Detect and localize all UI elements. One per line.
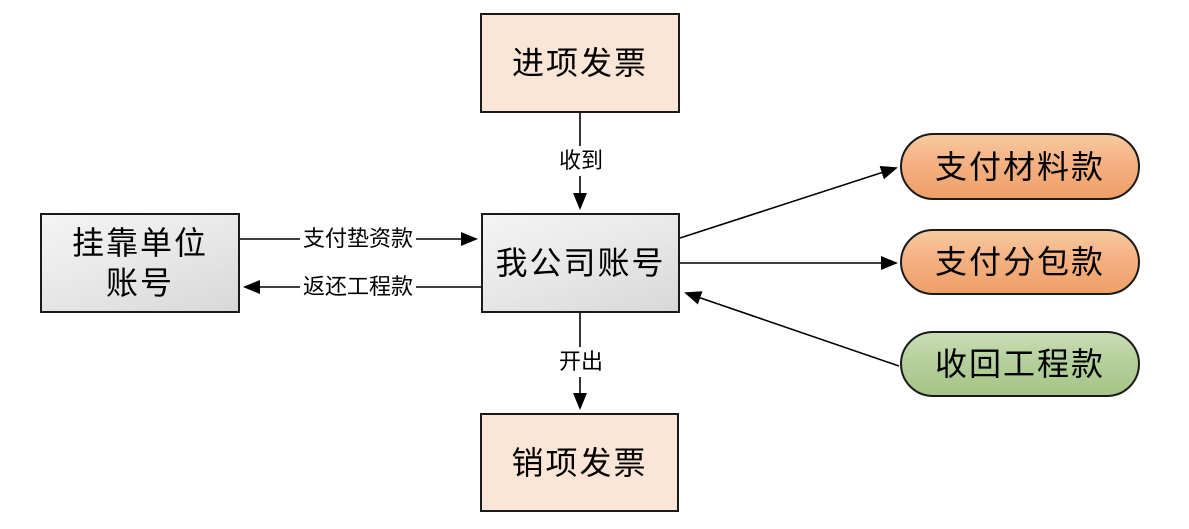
node-output-invoice: 销项发票 <box>480 413 679 512</box>
edge-label-return-project: 返还工程款 <box>299 272 417 302</box>
node-affiliated-account-label: 挂靠单位 账号 <box>71 225 208 301</box>
edge-label-receive: 收到 <box>555 146 607 176</box>
node-recover-project: 收回工程款 <box>900 331 1140 397</box>
node-pay-materials: 支付材料款 <box>900 133 1140 200</box>
node-pay-subcontract-label: 支付分包款 <box>934 244 1105 280</box>
node-company-account-label: 我公司账号 <box>495 245 666 281</box>
arrow-recover-project-to-company <box>684 291 900 367</box>
edge-label-issue: 开出 <box>555 347 607 377</box>
node-pay-subcontract: 支付分包款 <box>900 229 1140 295</box>
node-output-invoice-label: 销项发票 <box>511 444 648 481</box>
node-company-account: 我公司账号 <box>481 213 680 313</box>
node-input-invoice: 进项发票 <box>480 13 680 113</box>
node-input-invoice-label: 进项发票 <box>511 45 648 81</box>
node-recover-project-label: 收回工程款 <box>934 346 1105 382</box>
node-pay-materials-label: 支付材料款 <box>934 148 1105 185</box>
arrow-company-to-pay-materials <box>679 165 898 239</box>
node-affiliated-account: 挂靠单位 账号 <box>40 213 240 313</box>
edge-label-pay-advance: 支付垫资款 <box>299 224 417 254</box>
